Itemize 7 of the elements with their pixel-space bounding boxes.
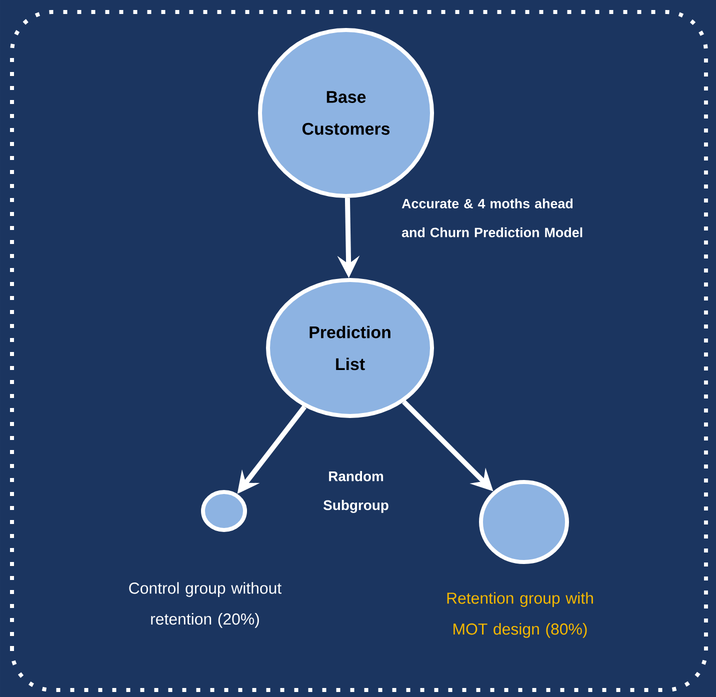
node-caption: Control group without retention (20%) [129, 582, 282, 628]
circle-node: Base Customers [258, 28, 434, 198]
edge-label: Accurate & 4 moths ahead and Churn Prediction Model [402, 198, 582, 238]
circle-node: Prediction List [266, 278, 434, 418]
circle-node [479, 480, 569, 564]
node-caption: Retention group with MOT design (80%) [447, 592, 593, 638]
split-label: Random Subgroup [323, 471, 388, 513]
